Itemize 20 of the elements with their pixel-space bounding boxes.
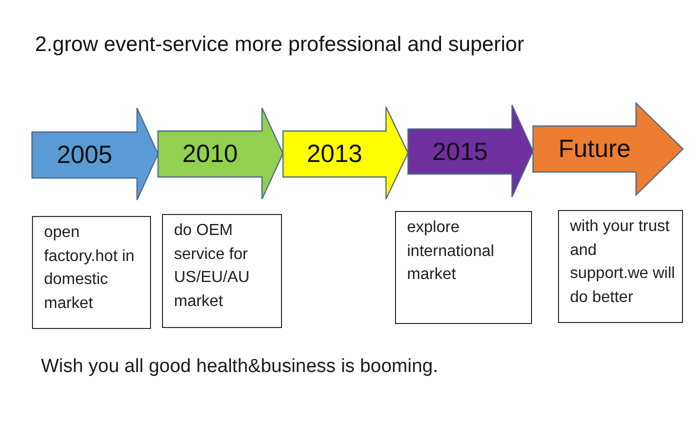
timeline-segment: [408, 105, 533, 197]
milestone-description: do OEM service for US/EU/AU market: [174, 222, 250, 310]
text-box: [558, 210, 683, 323]
timeline-segment: [283, 107, 408, 199]
text-box: [162, 214, 282, 328]
timeline-segment: [158, 108, 283, 199]
year-label: 2015: [432, 136, 488, 166]
year-label: 2013: [306, 139, 362, 169]
timeline-segment: [533, 103, 683, 195]
milestone-description: with your trust and support.we will do better: [570, 218, 675, 306]
text-box: [395, 211, 532, 324]
year-label: Future: [558, 134, 631, 164]
milestone-description: explore international market: [407, 219, 494, 283]
year-label: 2010: [182, 139, 238, 169]
milestone-description: open factory.hot in domestic market: [44, 224, 134, 312]
timeline-segment: [32, 108, 158, 200]
title: 2.grow event-service more professional and superior: [35, 32, 524, 58]
closing-note: Wish you all good health&business is booming.: [41, 355, 438, 379]
year-label: 2005: [56, 140, 112, 170]
text-box: [32, 216, 151, 329]
